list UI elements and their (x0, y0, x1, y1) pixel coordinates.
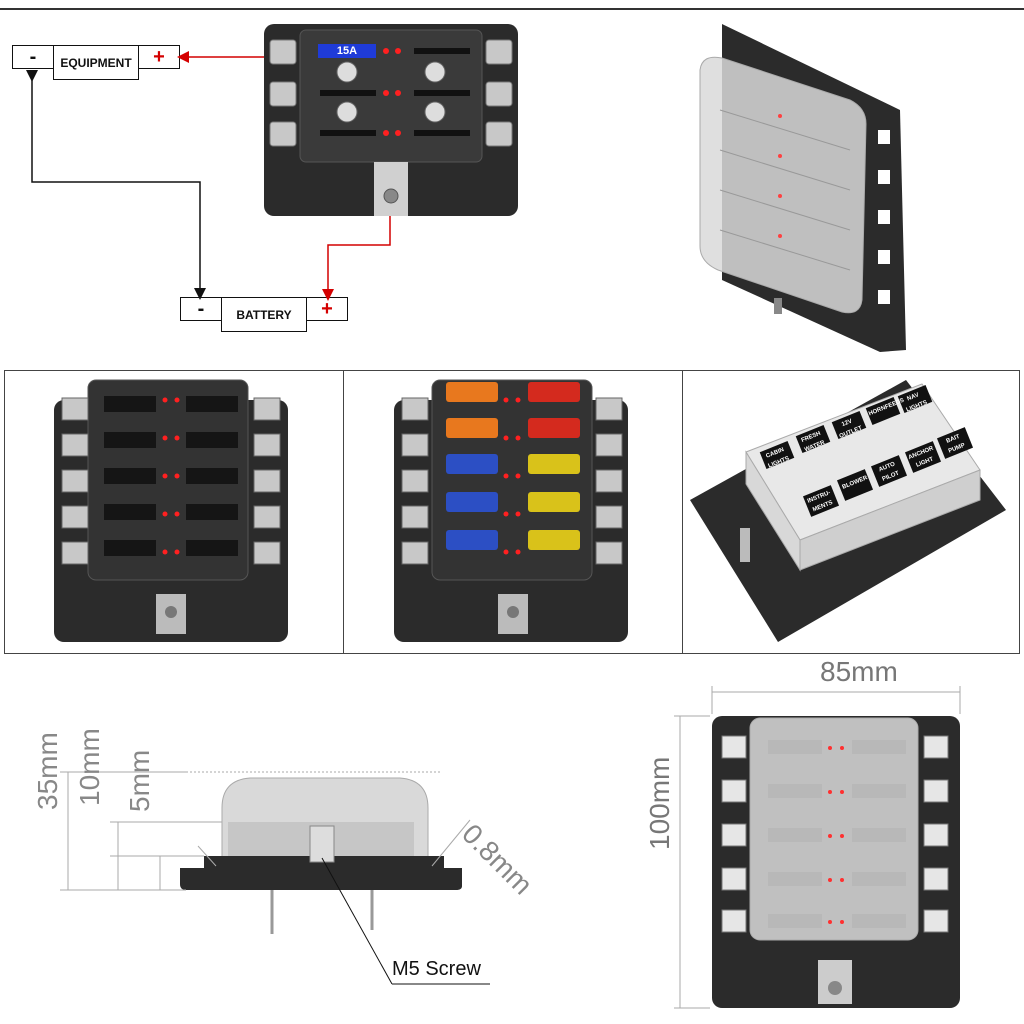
panel-block-empty (4, 370, 344, 654)
equipment-minus-terminal: - (12, 45, 54, 69)
top-rule (0, 8, 1024, 10)
dim-base-height: 5mm (124, 749, 155, 812)
fuse-rating-label: 15A (336, 45, 358, 57)
panel-block-fused (343, 370, 683, 654)
panel-block-labeled (682, 370, 1020, 654)
dim-plate-thickness: 0.8mm (456, 818, 539, 901)
equipment-label: EQUIPMENT (60, 55, 132, 70)
minus-sign: - (29, 45, 37, 68)
screw-callout: M5 Screw (392, 958, 481, 980)
battery-minus-terminal: - (180, 297, 222, 321)
battery-label: BATTERY (236, 307, 292, 322)
equipment-plus-terminal: + (138, 45, 180, 69)
dim-height: 100mm (644, 756, 675, 850)
dim-width: 85mm (820, 656, 898, 687)
dim-mid-height: 10mm (74, 728, 105, 806)
plus-sign: + (321, 297, 333, 320)
equipment-box: EQUIPMENT (53, 45, 139, 80)
battery-plus-terminal: + (306, 297, 348, 321)
plus-sign: + (153, 45, 165, 68)
dim-total-height: 35mm (32, 732, 63, 810)
battery-box: BATTERY (221, 297, 307, 332)
minus-sign: - (197, 297, 205, 320)
